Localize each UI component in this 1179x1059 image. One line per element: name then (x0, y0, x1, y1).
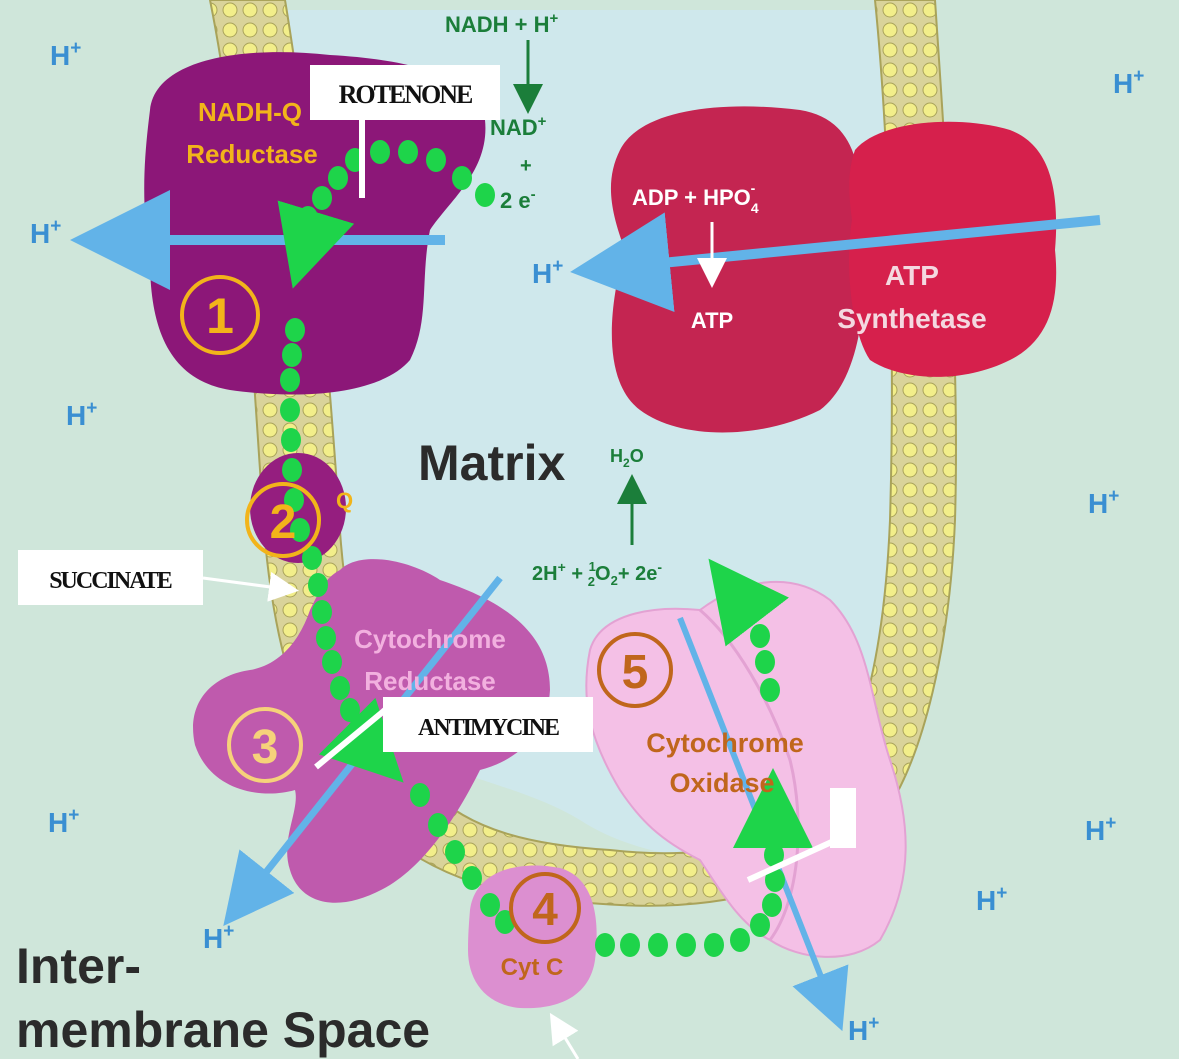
proton-charge: + (868, 1013, 879, 1034)
complex-4-number: 4 (532, 883, 558, 935)
electron-dot (280, 398, 300, 422)
water-oxygen: O (630, 446, 644, 466)
oxygen-eq-electron-charge: - (657, 559, 662, 575)
proton-symbol: H (848, 1015, 868, 1046)
proton-symbol: H (976, 885, 996, 916)
complex-3-number: 3 (252, 721, 279, 774)
oxygen-eq-proton-charge: + (558, 559, 566, 575)
electron-dot (398, 140, 418, 164)
electron-dot (312, 600, 332, 624)
electron-dot (445, 840, 465, 864)
electron-dot (676, 933, 696, 957)
proton-symbol: H (30, 218, 50, 249)
proton-charge: + (70, 38, 81, 59)
electron-dot (281, 428, 301, 452)
complex-1-name-line2: Reductase (186, 139, 318, 169)
atp-synthase-name-line1: ATP (885, 260, 939, 291)
electron-dot (426, 148, 446, 172)
intermembrane-label-line2: membrane Space (16, 1002, 430, 1058)
electron-charge: - (531, 186, 536, 203)
electron-dot (475, 183, 495, 207)
atp-label: ATP (691, 308, 733, 333)
proton-symbol: H (1085, 815, 1105, 846)
oxygen-eq-subscript: 2 (611, 573, 618, 588)
phosphate-charge: - (751, 180, 756, 196)
proton-charge: + (1133, 66, 1144, 87)
electron-dot (452, 166, 472, 190)
electron-dot (750, 913, 770, 937)
succinate-label: SUCCINATE (49, 568, 172, 594)
electron-dot (730, 928, 750, 952)
atp-synthase-name-line2: Synthetase (837, 303, 986, 334)
phosphate-subscript: 4 (751, 200, 759, 216)
atp-synthase-head (611, 106, 864, 432)
complex-1-name-line1: NADH-Q (198, 97, 302, 127)
nad-charge: + (538, 113, 547, 130)
complex-3-name-line2: Reductase (364, 666, 496, 696)
antimycine-label: ANTIMYCINE (418, 715, 559, 741)
atp-synthase-stalk (849, 122, 1056, 377)
proton-symbol: H (48, 807, 68, 838)
proton-symbol: H (66, 400, 86, 431)
proton-symbol: H (532, 258, 552, 289)
oxygen-eq-electrons: + 2e (618, 563, 657, 585)
electron-dot (760, 678, 780, 702)
oxygen-eq-oxygen: O (595, 563, 611, 585)
complex-2-name: Q (336, 488, 353, 513)
electron-dot (316, 626, 336, 650)
electron-dot (322, 650, 342, 674)
nadh-reaction: NADH + H+ (445, 10, 559, 37)
electron-dot (648, 933, 668, 957)
proton-symbol: H (1088, 488, 1108, 519)
proton-symbol: H (50, 40, 70, 71)
electron-dot (762, 893, 782, 917)
electron-dot (280, 368, 300, 392)
electron-dot (428, 813, 448, 837)
proton-charge: + (1105, 813, 1116, 834)
complex-5-name-line1: Cytochrome (646, 728, 804, 758)
oxygen-eq-plus: + (566, 563, 589, 585)
oxygen-eq-half-denominator: 2 (588, 574, 595, 589)
proton-charge: + (86, 398, 97, 419)
electron-dot (595, 933, 615, 957)
nad-plus-sign: + (520, 155, 532, 177)
proton-charge: + (223, 921, 234, 942)
complex-5-number: 5 (622, 646, 649, 699)
electron-dot (410, 783, 430, 807)
proton-charge: + (68, 805, 79, 826)
electron-dot (312, 186, 332, 210)
complex-3-name-line1: Cytochrome (354, 624, 506, 654)
electron-dot (370, 140, 390, 164)
electron-dot (282, 458, 302, 482)
proton-charge: + (50, 216, 61, 237)
proton-symbol: H (203, 923, 223, 954)
electron-dot (282, 343, 302, 367)
nadh-proton-charge: + (550, 10, 559, 27)
proton-charge: + (1108, 486, 1119, 507)
electron-dot (620, 933, 640, 957)
complex-1-number: 1 (206, 288, 234, 344)
electron-dot (308, 573, 328, 597)
matrix-label: Matrix (418, 435, 565, 491)
two-electrons-label: 2 e- (500, 186, 536, 213)
complex-5-name-line2: Oxidase (669, 768, 774, 798)
electron-dot (750, 624, 770, 648)
electron-dot (480, 893, 500, 917)
complex-2-number: 2 (270, 496, 297, 549)
rotenone-label: ROTENONE (339, 80, 473, 109)
electron-dot (328, 166, 348, 190)
proton-charge: + (996, 883, 1007, 904)
complex-4-name: Cyt C (501, 954, 564, 981)
electron-dot (755, 650, 775, 674)
electron-dot (462, 866, 482, 890)
electron-dot (704, 933, 724, 957)
proton-charge: + (552, 256, 563, 277)
electron-dot (330, 676, 350, 700)
electron-dot (285, 318, 305, 342)
proton-symbol: H (1113, 68, 1133, 99)
intermembrane-label-line1: Inter- (16, 938, 141, 994)
